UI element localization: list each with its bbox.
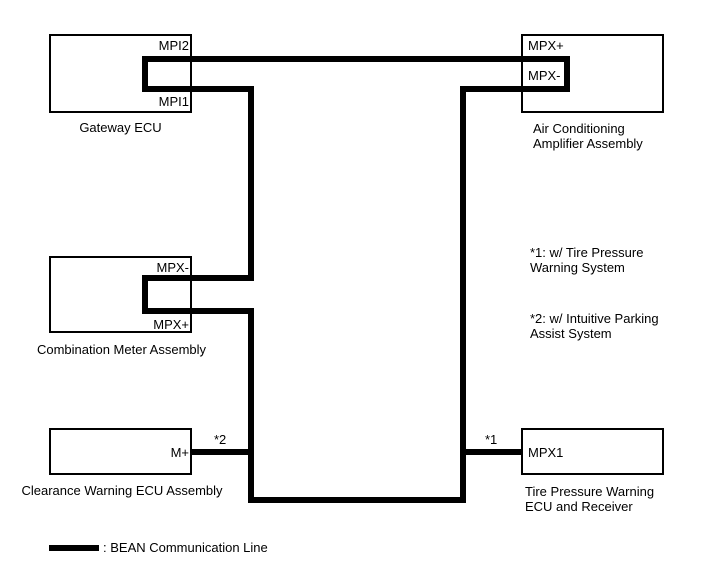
gateway-ecu-box: MPI2 MPI1 Gateway ECU [49, 34, 192, 135]
gateway-terminal-mpi1: MPI1 [158, 94, 189, 109]
legend-label: : BEAN Communication Line [103, 540, 268, 555]
tire-pressure-caption: Tire Pressure Warning ECU and Receiver [525, 484, 654, 514]
tire-pressure-caption-line1: Tire Pressure Warning [525, 484, 655, 499]
gateway-terminal-mpi2: MPI2 [158, 38, 189, 53]
combination-meter-box: MPX- MPX+ Combination Meter Assembly [37, 256, 206, 357]
tire-pressure-terminal-mpx1: MPX1 [528, 445, 564, 460]
clearance-warning-box: M+ Clearance Warning ECU Assembly [21, 428, 223, 498]
legend: : BEAN Communication Line [49, 540, 268, 555]
combination-meter-caption: Combination Meter Assembly [36, 342, 207, 357]
clearance-terminal-m-plus: M+ [170, 445, 189, 460]
ac-amplifier-caption-line2: Amplifier Assembly [533, 136, 643, 151]
ac-amplifier-box: MPX+ MPX- Air Conditioning Amplifier Ass… [521, 34, 664, 151]
ac-terminal-mpx-minus: MPX- [528, 68, 561, 83]
meter-terminal-mpx-plus: MPX+ [153, 317, 189, 332]
note-parking-assist-line2: Assist System [530, 326, 612, 341]
star1-stub-label: *1 [485, 432, 498, 447]
meter-terminal-mpx-minus: MPX- [156, 260, 190, 275]
note-parking-assist: *2: w/ Intuitive Parking Assist System [530, 311, 659, 341]
ac-terminal-mpx-plus: MPX+ [528, 38, 564, 53]
note-tire-pressure-line1: *1: w/ Tire Pressure [530, 245, 644, 260]
bean-line-swatch-icon [49, 544, 99, 551]
note-tire-pressure-line2: Warning System [530, 260, 625, 275]
ac-amplifier-caption: Air Conditioning Amplifier Assembly [533, 121, 643, 151]
gateway-ecu-caption: Gateway ECU [79, 120, 162, 135]
ac-amplifier-caption-line1: Air Conditioning [533, 121, 625, 136]
bean-bus-loop-line [142, 56, 570, 503]
tire-pressure-box: MPX1 Tire Pressure Warning ECU and Recei… [521, 428, 664, 514]
tire-pressure-caption-line2: ECU and Receiver [525, 499, 633, 514]
clearance-warning-caption: Clearance Warning ECU Assembly [21, 483, 223, 498]
note-parking-assist-line1: *2: w/ Intuitive Parking [530, 311, 659, 326]
star2-stub-label: *2 [214, 432, 227, 447]
note-tire-pressure: *1: w/ Tire Pressure Warning System [530, 245, 643, 275]
